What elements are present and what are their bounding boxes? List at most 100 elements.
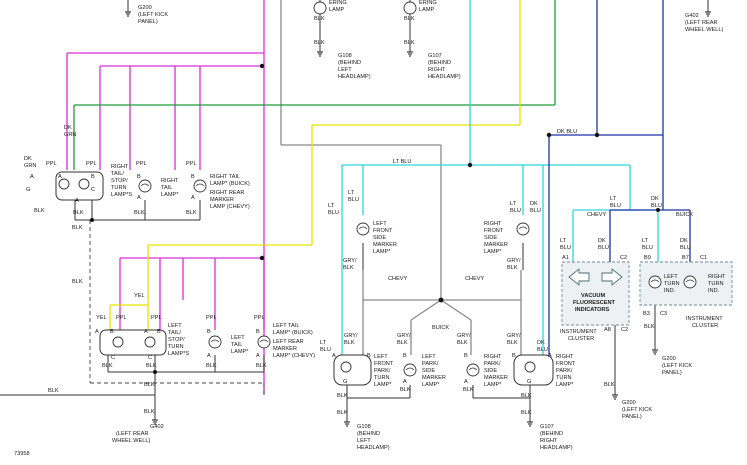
pin-label: A — [30, 174, 34, 180]
ground-label-g108-bottom-2: (BEHIND — [357, 431, 380, 437]
yellow-wires — [109, 0, 521, 330]
lamp-label-right-tail-3: LAMP* — [161, 192, 179, 198]
wire-label-dk-blu: DK — [530, 201, 538, 207]
wire-label-gry-blk-2: BLK — [507, 340, 518, 346]
lamp-label-right-tail-stop-turn-3: STOP/ — [111, 178, 128, 184]
bulb-icon — [516, 222, 530, 236]
lamp-label-right-tail-buick: RIGHT TAIL — [210, 174, 240, 180]
lamp-label-right-rear-marker-3: LAMP (CHEVY) — [210, 204, 250, 210]
ground-label-g108-top-4: HEADLAMP) — [338, 74, 371, 80]
lamp-label-left-tail-stop-turn: LEFT — [168, 323, 182, 329]
ground-label-g108-top-2: (BEHIND — [338, 60, 361, 66]
wire-label-lt-blu-2: BLU — [510, 208, 521, 214]
lamp-label-left-tail-3: LAMP* — [231, 349, 249, 355]
ground-label-g107-bottom-3: RIGHT — [540, 438, 558, 444]
ground-wires — [0, 0, 709, 422]
wire-label-dk-grn-2: GRN — [64, 132, 76, 138]
pin-label: A1 — [562, 255, 569, 261]
wire-label-gry-blk-2: BLK — [457, 340, 468, 346]
wire-label-dk-grn: DK — [24, 156, 32, 162]
wire-label-blk: BLK — [521, 410, 532, 416]
wire-label-blk: BLK — [337, 393, 348, 399]
lamp-label-right-front-park-turn: RIGHT — [556, 354, 574, 360]
pin-label: B — [512, 353, 516, 359]
pin-label: B — [137, 174, 141, 180]
wire-label-dk-blu-2: BLU — [651, 203, 662, 209]
wire-label-gry-blk: GRY/ — [344, 333, 358, 339]
pin-label: B3 — [643, 311, 650, 317]
lamp-label-right-park-side-marker: RIGHT — [484, 354, 502, 360]
pin-label: A — [548, 353, 552, 359]
ground-label-g200-top-2: (LEFT KICK — [138, 12, 168, 18]
bulb-icon — [257, 335, 271, 349]
bulb-icons — [58, 1, 697, 377]
wire-label-dk-blu-2: BLU — [537, 347, 548, 353]
ground-label-g108-bottom: G108 — [357, 424, 371, 430]
variant-label-chevy: CHEVY — [388, 276, 408, 282]
bulb-icon — [683, 275, 697, 289]
bulb-icon — [524, 361, 536, 373]
variant-label-chevy: CHEVY — [465, 276, 485, 282]
bulb-icon — [193, 179, 207, 193]
lamp-label-right-tail-stop-turn: RIGHT — [111, 164, 129, 170]
ground-label-g402-top-2: (LEFT REAR — [685, 20, 718, 26]
wire-label-gry-blk-2: BLK — [507, 265, 518, 271]
pin-label: B — [207, 329, 211, 335]
lamp-label-left-park-side-marker-3: SIDE — [422, 368, 435, 374]
wire-label-blk: BLK — [314, 40, 325, 46]
lamp-label-right-tail-2: TAIL — [161, 185, 172, 191]
wire-label-blk: BLK — [146, 363, 157, 369]
pin-label: B — [91, 174, 95, 180]
pin-label: G — [26, 187, 30, 193]
ground-label-g200-right-3: PANEL) — [662, 370, 682, 376]
wire-label-dk-blu-horizontal: DK BLU — [557, 129, 577, 135]
lamp-label-right-tail-stop-turn-4: TURN — [111, 185, 127, 191]
ground-label-g200-top: G200 — [138, 5, 152, 11]
wire-label-lt-blu-2: BLU — [642, 245, 653, 251]
wire-label-blk: BLK — [256, 363, 267, 369]
lamp-label-left-tail: LEFT — [231, 335, 245, 341]
pin-label: B7 — [682, 255, 689, 261]
variant-label-chevy: CHEVY — [587, 212, 607, 218]
lamp-label-right-front-park-turn-4: TURN — [556, 375, 572, 381]
lamp-label-right-park-side-marker-2: PARK/ — [484, 361, 501, 367]
pin-label: A — [207, 353, 211, 359]
wire-label-blk: BLK — [337, 410, 348, 416]
marker-label-left-top: ERING — [329, 0, 347, 6]
wire-label-yel: YEL — [134, 293, 145, 299]
wire-label-blk: BLK — [404, 16, 415, 22]
wire-label-blk: BLK — [48, 388, 59, 394]
wire-label-blk: BLK — [521, 393, 532, 399]
ground-label-g200-right: G200 — [662, 356, 676, 362]
lamp-label-left-front-park-turn-5: LAMP* — [374, 382, 392, 388]
wire-label-gry-blk-2: BLK — [344, 340, 355, 346]
marker-label-left-top-2: LAMP — [329, 7, 345, 13]
variant-label-buick: BUICK — [432, 325, 449, 331]
wire-label-gry-blk: GRY/ — [397, 333, 411, 339]
pin-label: A — [95, 329, 99, 335]
ground-label-g107-bottom-4: HEADLAMP) — [540, 445, 573, 451]
ground-label-g200-bottom-3: PANEL) — [622, 414, 642, 420]
ground-label-g402-top: G402 — [685, 13, 699, 19]
wire-label-blk: BLK — [186, 210, 197, 216]
lamp-label-left-rear-marker-2: MARKER — [273, 346, 297, 352]
pin-label: A — [58, 174, 62, 180]
lamp-label-left-park-side-marker-4: MARKER — [422, 375, 446, 381]
wire-label-lt-blu-2: BLU — [610, 203, 621, 209]
wire-label-dk-blu-2: BLU — [598, 245, 609, 251]
wire-label-ppl: PPL — [46, 161, 57, 167]
bulb-icon — [356, 222, 370, 236]
wire-label-blk: BLK — [206, 363, 217, 369]
wire-label-dk-blu: DK — [680, 238, 688, 244]
ground-symbols — [125, 11, 711, 427]
lamp-label-left-park-side-marker-5: LAMP* — [422, 382, 440, 388]
wire-label-gry-blk: GRY/ — [507, 258, 521, 264]
wire-label-gry-blk: GRY/ — [507, 333, 521, 339]
wire-label-blk: BLK — [144, 409, 155, 415]
wire-label-lt-blu: LT — [510, 201, 517, 207]
lamp-label-left-front-side-marker: LEFT — [373, 221, 387, 227]
ground-label-g402-bottom-2: (LEFT REAR — [116, 431, 149, 437]
pin-label: B — [191, 174, 195, 180]
lamp-label-right-tail: RIGHT — [161, 178, 179, 184]
